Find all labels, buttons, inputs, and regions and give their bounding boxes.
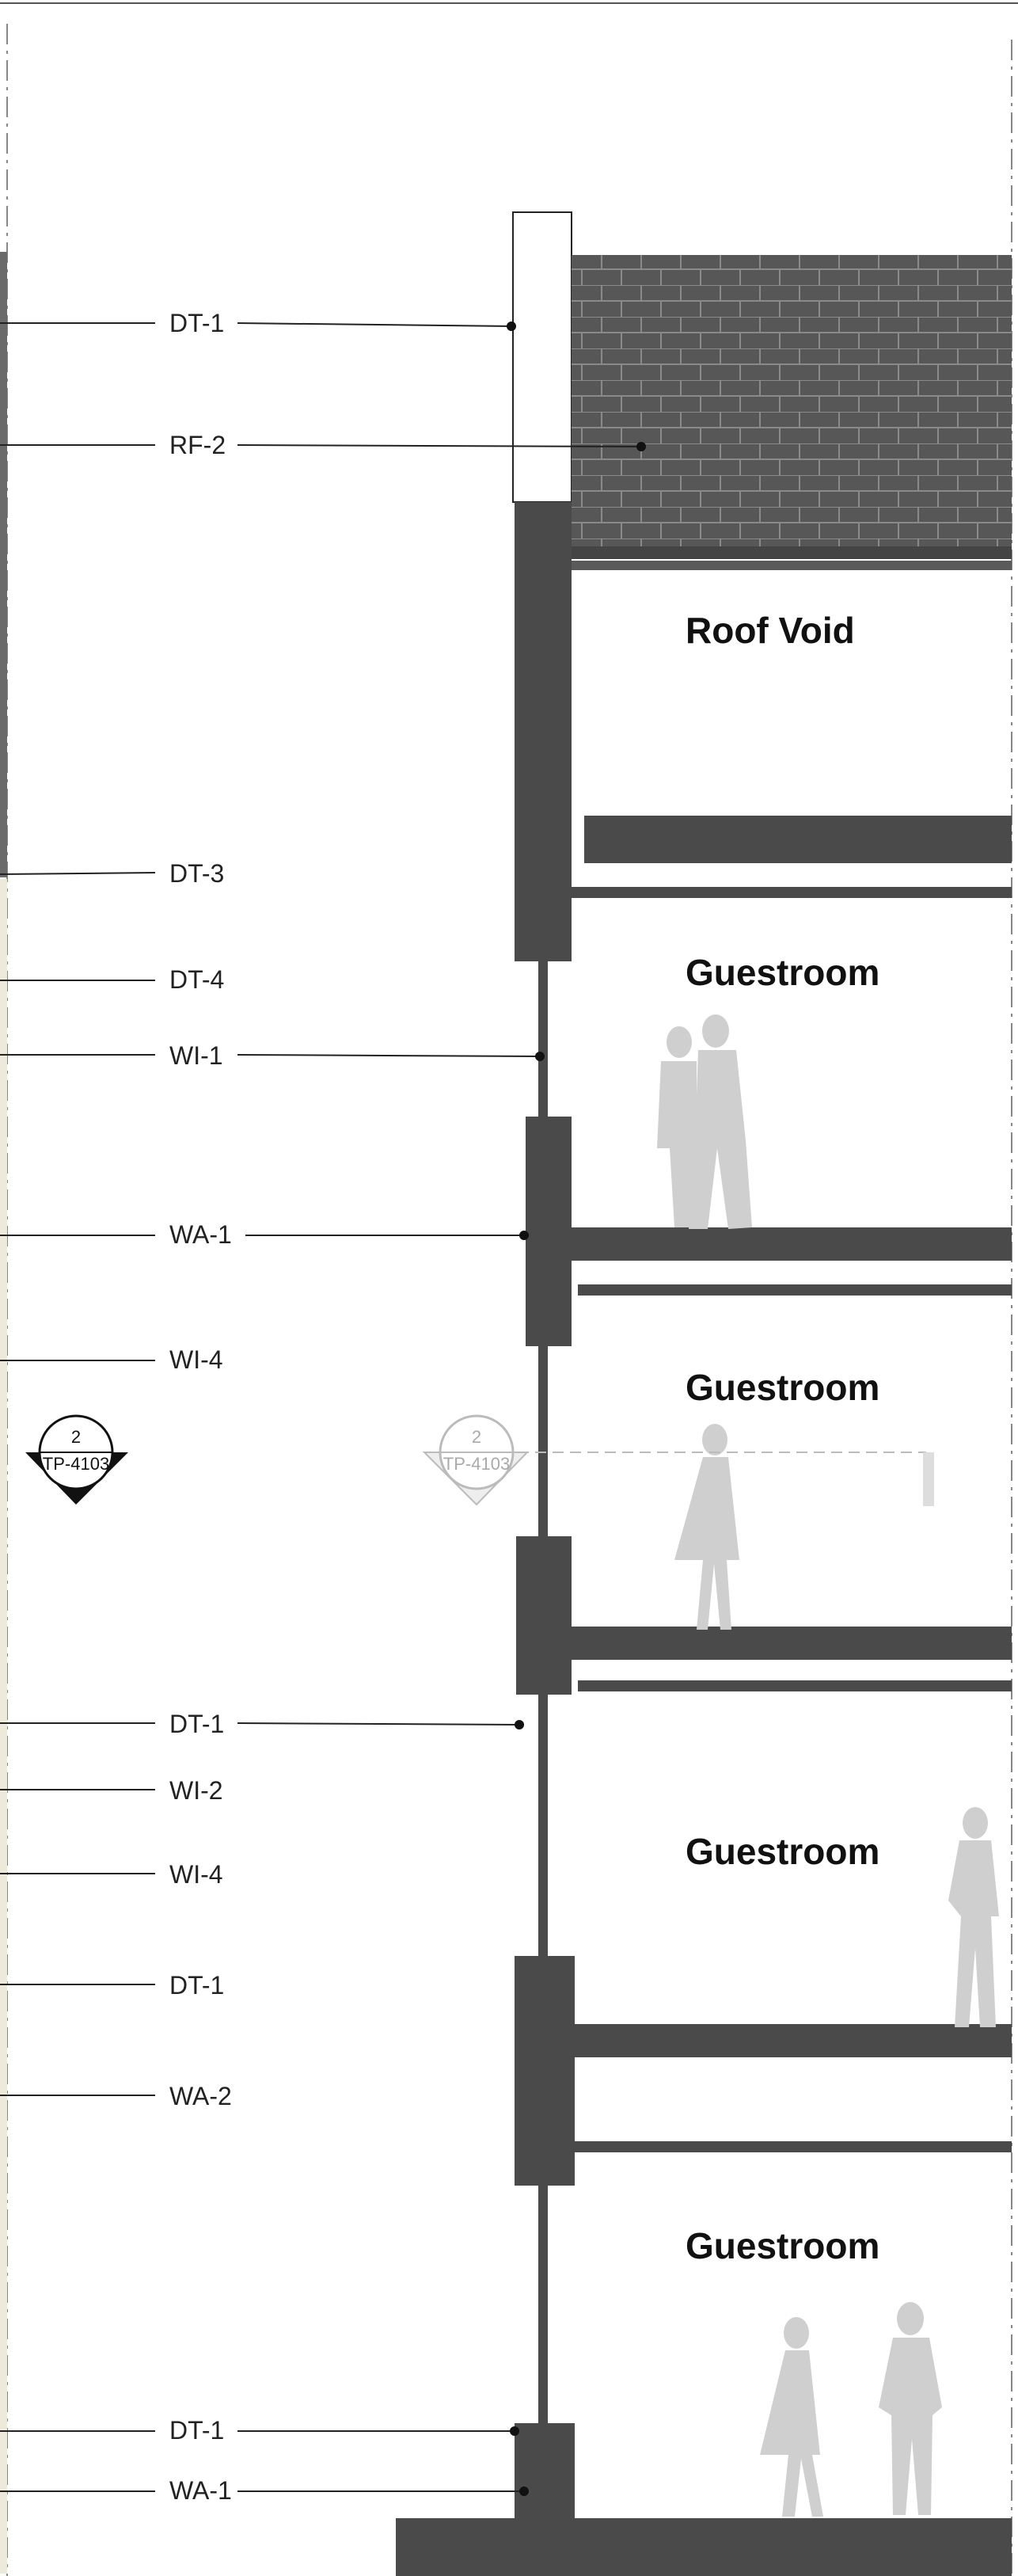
roof-deck xyxy=(567,546,1012,559)
tag-label: WI-1 xyxy=(169,1041,223,1070)
tag-label: DT-1 xyxy=(169,1710,224,1738)
tag-label: WA-2 xyxy=(169,2082,232,2110)
people-silhouettes xyxy=(657,1014,999,2517)
tag-label: WA-1 xyxy=(169,1220,232,1249)
tag-label: DT-1 xyxy=(169,1971,224,2000)
leader-lines xyxy=(0,322,642,2492)
roof-deck-lower xyxy=(567,561,1012,570)
tag-label: DT-4 xyxy=(169,965,224,994)
room-label-roof-void: Roof Void xyxy=(686,610,855,651)
left-elevation-strip xyxy=(0,252,7,877)
tag-label: WI-2 xyxy=(169,1776,223,1805)
roof-shingles xyxy=(572,255,1012,548)
tag-label: RF-2 xyxy=(169,431,226,459)
left-elevation-strip-lower xyxy=(0,879,7,2574)
section-number: 2 xyxy=(472,1427,481,1447)
tag-label: WI-4 xyxy=(169,1345,223,1374)
room-label-guestroom: Guestroom xyxy=(686,952,879,993)
tag-label: DT-1 xyxy=(169,2416,224,2445)
tag-label: WA-1 xyxy=(169,2476,232,2505)
tag-label: DT-1 xyxy=(169,309,224,337)
section-number: 2 xyxy=(71,1427,81,1447)
section-cut-end xyxy=(923,1452,934,1506)
section-marker-right[interactable]: 2 TP-4103 xyxy=(422,1414,530,1506)
tag-label: WI-4 xyxy=(169,1860,223,1889)
floor-slabs xyxy=(396,816,1012,2576)
room-label-guestroom: Guestroom xyxy=(686,2225,879,2266)
tag-label: DT-3 xyxy=(169,859,224,888)
parapet xyxy=(512,211,572,503)
section-marker-left[interactable]: 2 TP-4103 xyxy=(25,1414,128,1505)
room-label-guestroom: Guestroom xyxy=(686,1367,879,1408)
exterior-wall xyxy=(515,502,575,2576)
room-label-guestroom: Guestroom xyxy=(686,1831,879,1872)
section-sheet: TP-4103 xyxy=(43,1454,109,1474)
section-sheet: TP-4103 xyxy=(443,1454,510,1474)
leader-dots xyxy=(507,322,646,2496)
